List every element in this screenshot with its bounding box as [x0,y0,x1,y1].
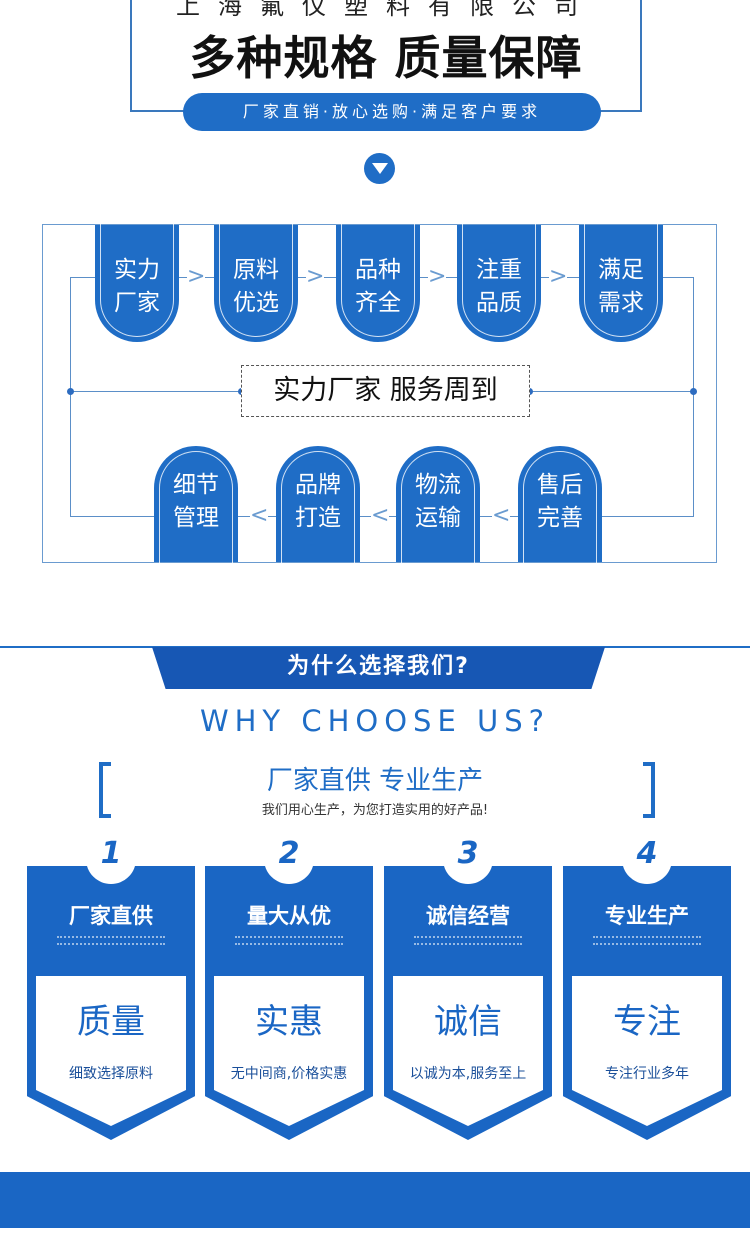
card-number: 3 [457,836,479,871]
company-name: 上海氟仪塑料有限公司 [176,0,596,20]
card-title: 诚信经营 [426,904,510,928]
slogan-banner: 厂家直销·放心选购·满足客户要求 [183,93,601,131]
arrow-right-icon: > [549,264,568,289]
flow-center-label: 实力厂家 服务周到 [241,365,530,417]
feature-card: 2 量大从优 实惠 无中间商,价格实惠 [205,834,373,1140]
right-bracket-icon [643,762,655,818]
arrow-right-icon: > [187,264,206,289]
card-number: 2 [278,836,300,871]
step-line1: 实力 [114,256,160,283]
why-subheading: 厂家直供 专业生产 [266,766,484,796]
flow-step: 细节管理 [154,446,238,564]
feature-card: 3 诚信经营 诚信 以诚为本,服务至上 [384,834,552,1140]
arrow-right-icon: > [428,264,447,289]
flow-step: 注重品质 [457,223,541,342]
why-tab-heading: 为什么选择我们? [152,647,605,689]
flow-step: 满足需求 [579,223,663,342]
card-number: 1 [100,836,122,871]
step-line1: 满足 [598,256,644,283]
step-line2: 运输 [415,505,461,531]
arrow-left-icon: < [492,503,511,528]
card-title: 专业生产 [605,904,689,928]
card-description: 无中间商,价格实惠 [230,1066,348,1082]
card-keyword: 质量 [77,1002,145,1042]
card-title: 量大从优 [247,904,331,928]
step-line1: 售后 [537,472,583,498]
step-line1: 细节 [173,472,219,498]
decorative-dots [593,936,701,945]
card-keyword: 专注 [613,1002,681,1042]
why-tagline: 我们用心生产，为您打造实用的好产品! [261,803,489,818]
step-line1: 原料 [233,256,279,283]
step-line2: 齐全 [355,289,401,316]
down-triangle-circle-icon [364,153,395,184]
card-description: 以诚为本,服务至上 [409,1066,527,1082]
arrow-right-icon: > [306,264,325,289]
flow-step: 品牌打造 [276,446,360,564]
page-title: 多种规格 质量保障 [189,31,583,85]
flow-step: 实力厂家 [95,223,179,342]
step-line2: 管理 [173,505,219,531]
feature-card: 4 专业生产 专注 专注行业多年 [563,834,731,1140]
step-line2: 需求 [598,289,644,316]
arrow-left-icon: < [250,503,269,528]
decorative-dots [57,936,165,945]
step-line1: 品牌 [295,472,341,498]
step-line1: 品种 [355,256,401,283]
flow-step: 物流运输 [396,446,480,564]
card-keyword: 实惠 [255,1002,323,1042]
step-line1: 注重 [476,256,522,283]
flow-loop-left [70,277,71,517]
card-title: 厂家直供 [69,904,153,928]
step-line1: 物流 [415,472,461,498]
step-line2: 厂家 [114,289,160,316]
flow-step: 原料优选 [214,223,298,342]
flow-step: 品种齐全 [336,223,420,342]
flow-step: 售后完善 [518,446,602,564]
step-line2: 完善 [537,505,583,531]
card-number: 4 [636,836,658,871]
step-line2: 优选 [233,289,279,316]
card-keyword: 诚信 [434,1002,502,1042]
decorative-dots [414,936,522,945]
decorative-dots [235,936,343,945]
flow-dot [67,388,74,395]
step-line2: 品质 [476,289,522,316]
flow-dot [690,388,697,395]
card-description: 专注行业多年 [605,1066,689,1082]
why-english-heading: WHY CHOOSE US? [199,704,551,738]
left-bracket-icon [99,762,111,818]
flow-loop-right [693,277,694,517]
arrow-left-icon: < [371,503,390,528]
footer-bar [0,1172,750,1228]
feature-card: 1 厂家直供 质量 细致选择原料 [27,834,195,1140]
step-line2: 打造 [295,505,341,531]
card-description: 细致选择原料 [69,1066,153,1082]
